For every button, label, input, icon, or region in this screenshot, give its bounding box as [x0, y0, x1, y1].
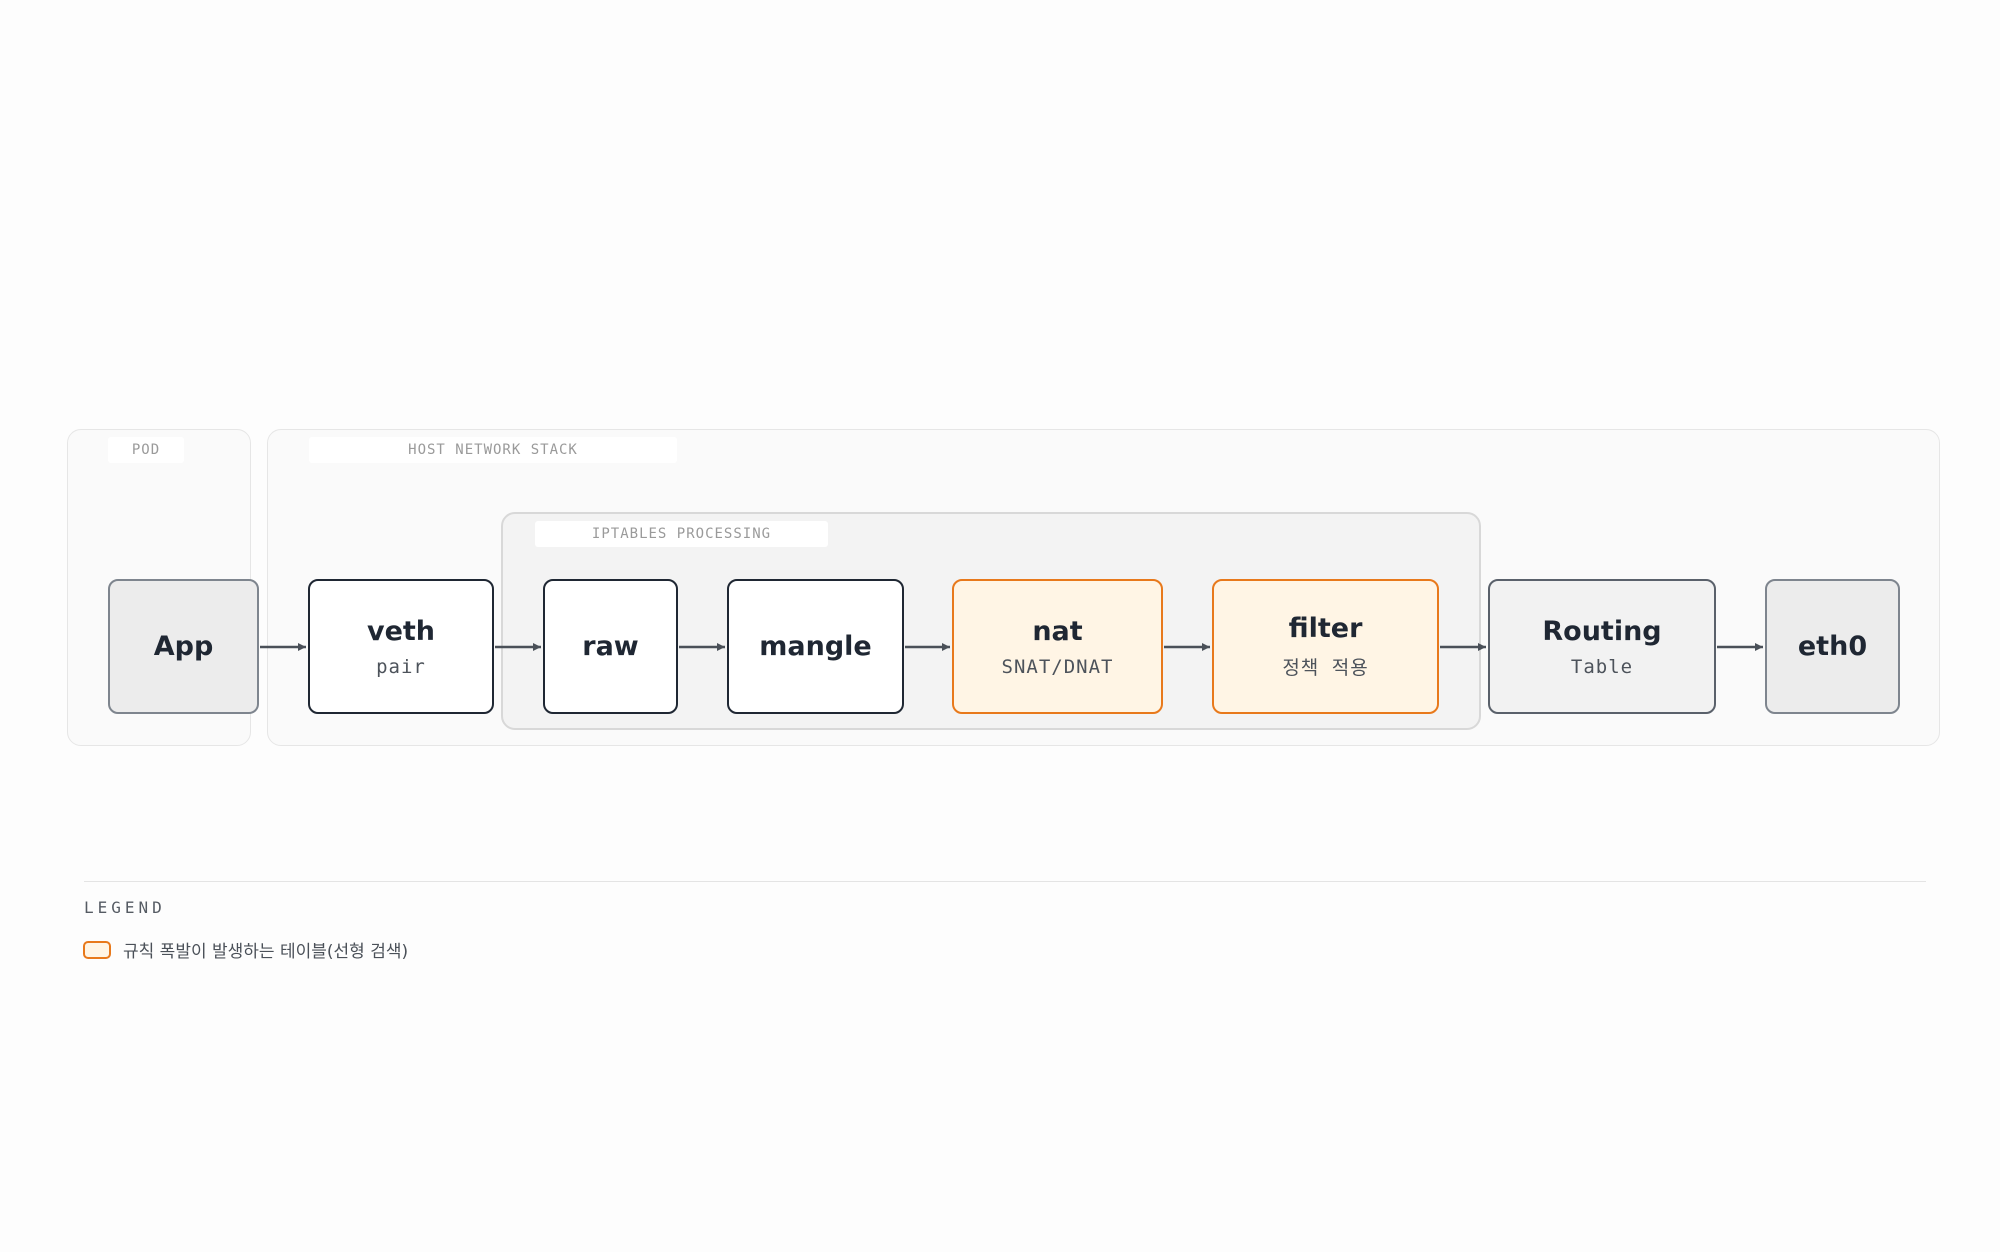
iptables-processing-label: IPTABLES PROCESSING [535, 521, 828, 547]
veth-node-title: veth [366, 615, 436, 647]
eth0-node-title: eth0 [1797, 630, 1868, 662]
veth-pair-node: veth pair [308, 579, 494, 714]
nat-node-title: nat [1032, 615, 1083, 647]
eth0-node: eth0 [1765, 579, 1900, 714]
legend-item-hot-table: 규칙 폭발이 발생하는 테이블(선형 검색) [83, 937, 408, 962]
routing-table-node: Routing Table [1488, 579, 1716, 714]
legend-divider [84, 881, 1926, 882]
filter-node-subtitle: 정책 적용 [1282, 657, 1369, 679]
legend-swatch [83, 940, 111, 959]
pod-group-label: POD [108, 437, 184, 463]
mangle-node-title: mangle [759, 630, 872, 662]
raw-table-node: raw [543, 579, 678, 714]
routing-node-subtitle: Table [1570, 655, 1634, 678]
veth-node-subtitle: pair [376, 655, 426, 678]
routing-node-title: Routing [1542, 615, 1662, 647]
app-node-title: App [153, 630, 214, 662]
filter-node-title: filter [1288, 613, 1363, 644]
raw-node-title: raw [582, 630, 639, 662]
nat-node-subtitle: SNAT/DNAT [1001, 655, 1114, 678]
host-network-stack-label: HOST NETWORK STACK [309, 437, 677, 463]
nat-table-node: nat SNAT/DNAT [952, 579, 1163, 714]
filter-table-node: filter 정책 적용 [1212, 579, 1439, 714]
legend-title: LEGEND [84, 898, 166, 917]
mangle-table-node: mangle [727, 579, 904, 714]
app-node: App [108, 579, 259, 714]
legend-item-label: 규칙 폭발이 발생하는 테이블(선형 검색) [123, 942, 409, 962]
